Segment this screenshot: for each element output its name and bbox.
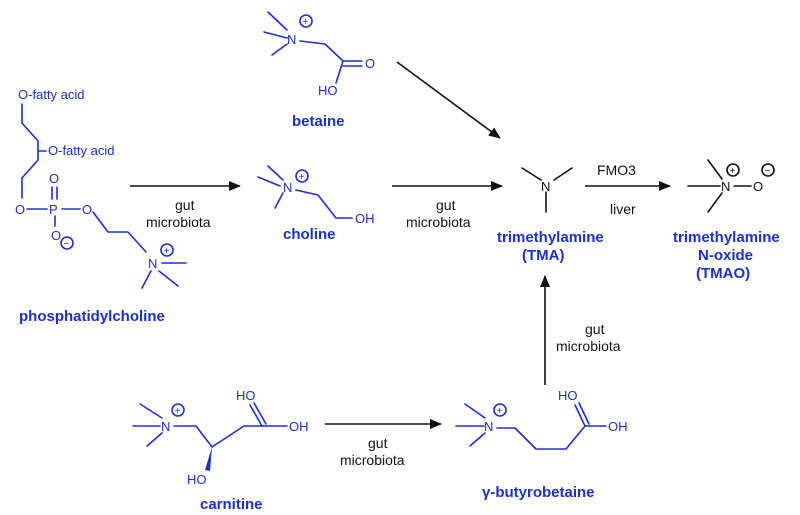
arrow-tma-tmao-enzyme: FMO3 [597,162,636,178]
betaine-carbonyl-oxygen: O [365,56,375,71]
betaine-carbonyl [342,60,363,67]
carnitine-methyl-groups [132,403,163,447]
carnitine-plus-sign: + [175,406,181,417]
carnitine-plus-ring [171,403,185,417]
gbb-carbonyl [574,402,590,427]
choline-nitrogen: N [283,180,292,195]
tmao-plus-sign: + [730,166,736,177]
arrow-choline-to-tma: gut microbiota [392,181,503,230]
tma-nitrogen: N [541,179,550,194]
carnitine-nitrogen: N [161,419,170,434]
tmao-minus-sign: − [765,166,771,177]
tma-name-line2: (TMA) [522,247,564,264]
phosphoryl-oxygen: O [49,171,59,186]
betaine-hydroxyl: HO [318,83,338,98]
p-o-double-bond [51,186,58,200]
betaine-plus-sign: + [303,17,309,28]
arrow-pc-choline-label-1: gut [175,197,195,213]
arrow-pc-choline-label-2: microbiota [146,214,211,230]
ethylene-chain [92,211,147,253]
o-fatty-acid-label-2: O-fatty acid [48,143,114,158]
tma-structure: N trimethylamine (TMA) [497,167,604,264]
arrow-carnitine-to-gbb: gut microbiota [325,419,442,468]
gamma-butyrobetaine-name: γ-butyrobetaine [482,484,595,501]
phosphatidylcholine-name: phosphatidylcholine [19,308,165,325]
gbb-plus-sign: + [497,406,503,417]
choline-hydroxyl: OH [355,211,375,226]
minus-charge-ring [60,236,74,250]
choline-plus-sign: + [299,172,305,183]
arrow-betaine-to-tma [396,61,501,139]
phosphatidylcholine-structure: O-fatty acid O-fatty acid O P O O − O N … [15,87,187,325]
anionic-oxygen: O [51,228,61,243]
tmao-plus-ring [726,163,740,177]
plus-charge-ring [160,243,174,257]
pc-nitrogen: N [148,256,157,271]
gbb-carbonyl-label: HO [558,388,578,403]
tmao-name-line2: N-oxide [698,247,753,264]
arrow-tma-to-tmao: FMO3 liver [585,162,671,217]
arrow-tma-tmao-organ: liver [610,201,636,217]
carnitine-carbonyl [249,402,267,427]
tmao-structure: N + O − trimethylamine N-oxide (TMAO) [673,159,780,282]
tmao-nitrogen: N [721,179,730,194]
o-fatty-acid-label-1: O-fatty acid [18,87,84,102]
tmao-methyl-groups [687,159,723,213]
arrow-carnitine-gbb-label-2: microbiota [340,452,405,468]
tmao-minus-ring [761,163,775,177]
gbb-carboxyl-oh: OH [608,419,628,434]
gbb-chain [496,425,607,450]
carnitine-wedge-bond [205,447,212,471]
arrow-gbb-tma-label-1: gut [585,321,605,337]
choline-plus-ring [295,169,309,183]
gamma-butyrobetaine-structure: N + HO OH γ-butyrobetaine [455,388,628,501]
choline-oxygen: O [82,202,92,217]
ester-oxygen: O [15,202,25,217]
plus-charge-sign: + [164,246,170,257]
carnitine-carbonyl-label: HO [236,388,256,403]
carnitine-carboxyl-oh: OH [289,419,309,434]
choline-chain [295,189,353,219]
arrow-pc-to-choline: gut microbiota [130,181,241,230]
minus-charge-sign: − [64,239,70,250]
betaine-name: betaine [292,113,345,130]
choline-methyl-groups [257,165,284,209]
tma-methyl-groups [521,167,573,213]
glycerol-backbone [21,103,47,199]
carnitine-name: carnitine [200,496,263,513]
tmao-name-line1: trimethylamine [673,229,780,246]
carnitine-structure: N + HO HO OH carnitine [132,388,309,513]
gbb-plus-ring [493,403,507,417]
arrow-gbb-tma-label-2: microbiota [556,338,621,354]
phosphorus-atom: P [49,202,58,217]
gbb-nitrogen: N [484,419,493,434]
choline-name: choline [283,226,336,243]
choline-structure: N + OH choline [257,165,375,243]
betaine-nitrogen: N [287,32,296,47]
carnitine-chain [173,425,263,448]
tma-name-line1: trimethylamine [497,229,604,246]
arrow-choline-tma-label-1: gut [436,197,456,213]
tmao-oxygen: O [753,179,763,194]
arrow-choline-tma-label-2: microbiota [406,214,471,230]
pc-methyl-groups [141,262,187,289]
betaine-plus-ring [299,14,313,28]
carnitine-hydroxyl-lower: HO [187,472,207,487]
betaine-methyl-groups [263,11,288,56]
betaine-chain [299,40,344,84]
arrow-carnitine-gbb-label-1: gut [368,435,388,451]
betaine-structure: N + O HO betaine [263,11,375,130]
tmao-name-line3: (TMAO) [696,265,750,282]
arrow-gbb-to-tma: gut microbiota [540,275,621,385]
gbb-methyl-groups [455,403,486,447]
